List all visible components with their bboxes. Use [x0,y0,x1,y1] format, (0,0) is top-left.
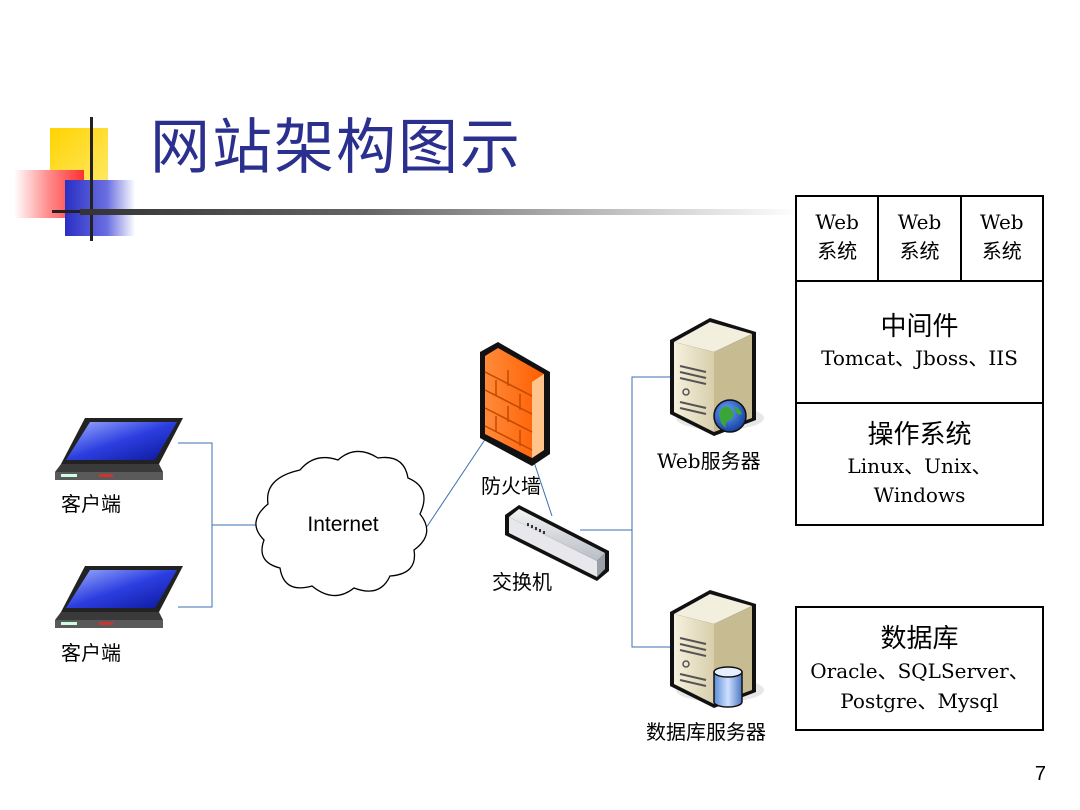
switch-icon [505,505,609,581]
firewall-label: 防火墙 [481,474,541,498]
connector-lines [178,376,670,648]
web-system-label: Web [897,210,942,234]
os-items-line2: Windows [873,483,966,507]
os-title: 操作系统 [867,420,972,450]
client-label-2: 客户端 [61,641,121,665]
client-bracket-line [178,442,213,608]
firewall-to-switch-line [533,461,553,517]
firewall-icon [480,342,550,466]
os-row: 操作系统 Linux、Unix、 Windows [797,404,1042,510]
middleware-row: 中间件 Tomcat、Jboss、IIS [797,282,1042,404]
server-database-icon [670,590,764,708]
page-title: 网站架构图示 [150,113,522,183]
web-system-cell: Web 系统 [962,197,1042,280]
internet-label: Internet [307,513,378,536]
web-system-sublabel: 系统 [899,239,940,263]
page-number: 7 [1034,763,1046,785]
web-systems-row: Web 系统 Web 系统 Web 系统 [797,197,1042,282]
database-items-line2: Postgre、Mysql [840,689,999,713]
middleware-items: Tomcat、Jboss、IIS [821,346,1018,370]
laptop-icon [55,418,183,480]
database-title: 数据库 [880,624,959,654]
switch-label: 交换机 [492,570,552,594]
internet-to-firewall-line [425,431,491,529]
web-system-cell: Web 系统 [879,197,962,280]
cloud-icon [255,450,428,597]
client-label-1: 客户端 [61,492,121,516]
web-server-label: Web服务器 [657,449,761,473]
web-system-label: Web [980,210,1024,234]
title-deco-blue [65,180,135,236]
middleware-title: 中间件 [880,312,959,342]
os-items-line1: Linux、Unix、 [847,454,992,478]
title-underline [80,209,800,215]
laptop-icon [55,566,183,628]
title-deco-vline [90,117,93,241]
software-stack-table: Web 系统 Web 系统 Web 系统 中间件 Tomcat、Jboss、II… [795,195,1044,526]
server-globe-icon [670,318,764,436]
database-box: 数据库 Oracle、SQLServer、 Postgre、Mysql [795,606,1044,731]
web-system-label: Web [815,210,859,234]
web-system-cell: Web 系统 [797,197,880,280]
web-system-sublabel: 系统 [981,239,1022,263]
server-bracket-line [631,376,670,648]
db-server-label: 数据库服务器 [646,720,766,744]
database-items-line1: Oracle、SQLServer、 [810,659,1029,683]
web-system-sublabel: 系统 [817,239,858,263]
